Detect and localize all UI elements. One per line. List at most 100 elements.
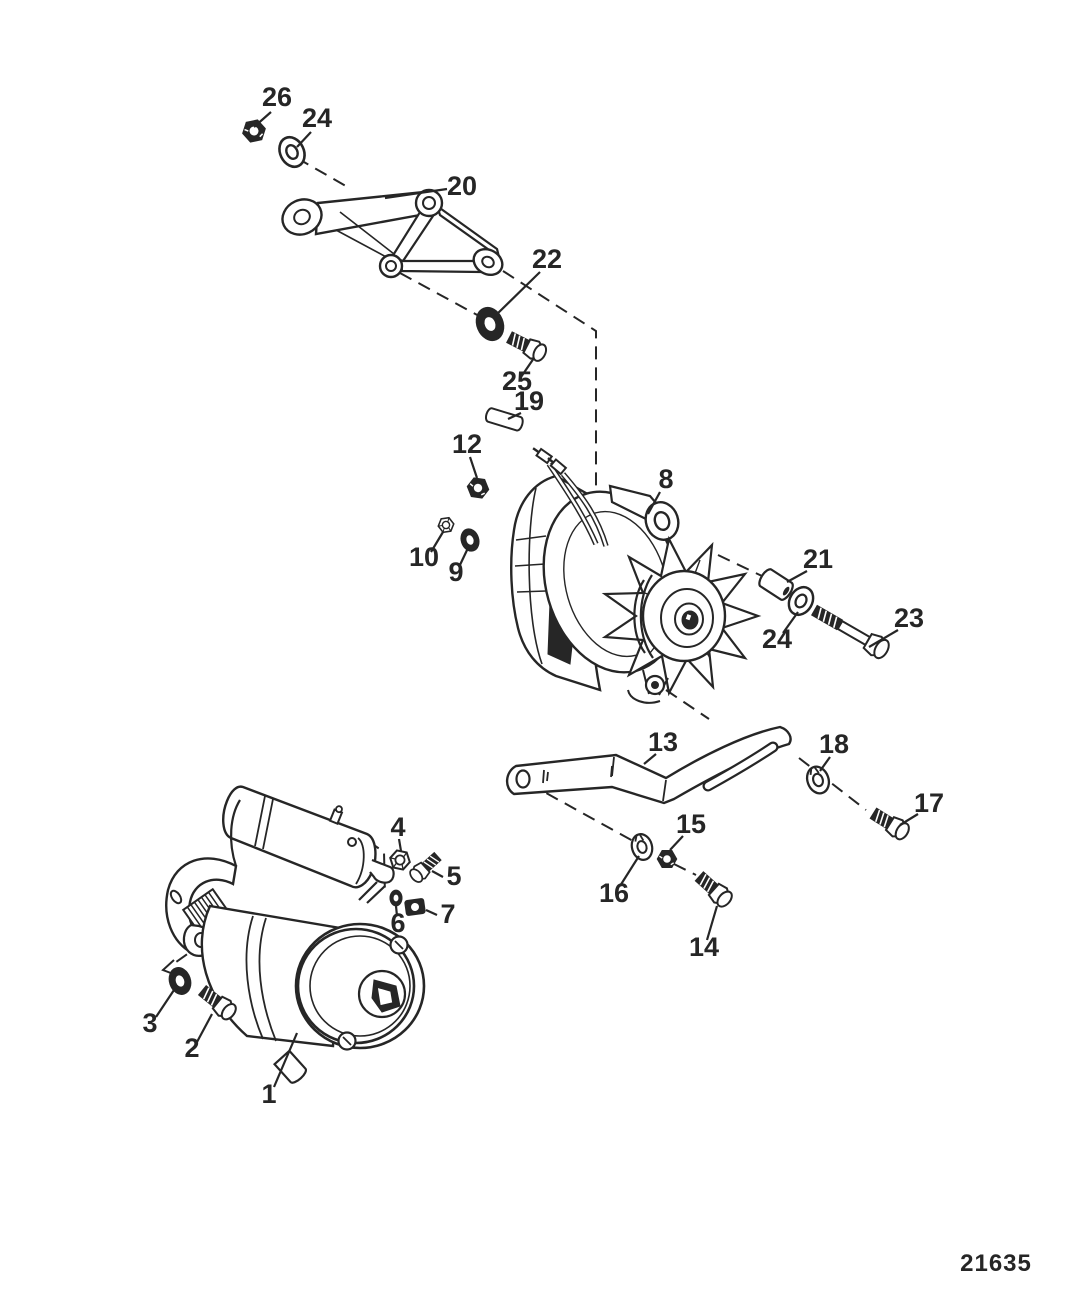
alternator-bracket-drawing [281,188,504,279]
callout-number: 22 [532,244,562,274]
callout-number: 3 [142,1008,157,1038]
callout-number: 8 [658,464,673,494]
callout-25-4: 25 [502,357,535,396]
callout-leader-line [786,570,808,583]
callout-leader-line [705,905,719,941]
washer-16-drawing [627,830,657,864]
callout-number: 15 [676,809,706,839]
callout-24-1: 24 [296,103,332,148]
nut-15-drawing [656,850,678,868]
nut-7-drawing [403,897,427,917]
callout-26-0: 26 [253,82,292,128]
callout-21-10: 21 [786,544,833,583]
washer-18-drawing [802,762,834,798]
bolt-25-drawing [503,327,550,365]
callout-10-7: 10 [409,531,444,572]
alternator-brace-drawing [505,725,792,805]
bolt-17-drawing [866,803,913,844]
callout-leader-line [458,547,469,568]
bolt-14-drawing [691,867,737,911]
callout-leader-line [868,629,899,648]
callout-leader-line [196,1013,213,1043]
wire-terminal [547,457,568,476]
callout-leader-line [669,835,684,851]
callout-leader-line [819,756,831,772]
callout-13-13: 13 [643,727,678,765]
callout-number: 16 [599,878,629,908]
callout-number: 1 [261,1079,276,1109]
callout-22-3: 22 [493,244,562,318]
bolt-23-drawing [807,599,893,663]
callout-number: 9 [448,557,463,587]
axis-bracket-to-alternator [502,270,597,503]
callout-leader-line [394,905,399,917]
callout-leader-line [647,491,661,515]
callout-leader-line [272,1032,299,1088]
callout-number: 14 [689,932,719,962]
callout-leader-line [520,357,535,378]
callout-leader-line [155,989,175,1018]
callout-2-24: 2 [184,1013,213,1063]
callout-3-23: 3 [142,989,175,1038]
callout-24-11: 24 [762,611,799,654]
callout-number: 2 [184,1033,199,1063]
callout-1-25: 1 [261,1032,299,1109]
callout-number: 21 [803,544,833,574]
callout-7-21: 7 [425,899,456,929]
callout-17-15: 17 [899,788,944,826]
callout-6-22: 6 [390,905,406,938]
callout-number: 17 [914,788,944,818]
axis-brace-to-bolt17 [798,757,867,811]
callout-14-18: 14 [689,905,719,962]
callout-leader-line [493,271,541,318]
nut-10-drawing [436,516,456,534]
axis-nut15-to-bolt14 [673,863,697,876]
callout-number: 6 [390,908,405,938]
callout-leader-line [899,813,919,826]
callout-leader-line [507,412,522,420]
figure-number: 21635 [960,1250,1032,1277]
callout-leader-line [782,611,799,634]
callout-number: 4 [390,812,405,842]
nut-12-drawing [465,476,491,500]
callout-number: 20 [447,171,477,201]
axis-washer24-to-bracket [296,157,352,190]
callout-leader-line [431,870,444,878]
callout-leader-line [430,531,444,553]
callout-number: 18 [819,729,849,759]
callout-number: 7 [440,899,455,929]
callout-number: 13 [648,727,678,757]
callout-number: 23 [894,603,924,633]
callout-number: 26 [262,82,292,112]
callout-number: 5 [446,861,461,891]
callout-23-12: 23 [868,603,924,648]
callout-number: 12 [452,429,482,459]
callout-20-2: 20 [384,171,477,201]
callout-9-8: 9 [448,547,469,587]
callout-5-20: 5 [431,861,462,891]
washer-9-drawing [457,525,483,555]
callout-leader-line [384,187,448,200]
callout-number: 10 [409,542,439,572]
callout-leader-line [253,111,272,128]
axis-alternator-to-spacer21 [717,554,763,577]
washer-3-drawing [165,964,195,998]
callout-number: 24 [762,624,792,654]
callout-15-16: 15 [669,809,706,851]
callout-leader-line [425,908,438,917]
callout-leader-line [397,838,403,852]
solenoid-terminal-stud [328,805,344,825]
callout-number: 25 [502,366,532,396]
axis-bracket-to-washer22 [399,272,480,317]
callout-leader-line [619,855,640,887]
nut-26-drawing [240,118,268,144]
callout-16-17: 16 [599,855,640,908]
callout-4-19: 4 [390,812,406,852]
starter-brush-cover-stub [273,1049,308,1084]
wire-terminal [532,447,554,465]
callout-19-5: 19 [507,386,544,420]
callout-leader-line [296,131,312,148]
